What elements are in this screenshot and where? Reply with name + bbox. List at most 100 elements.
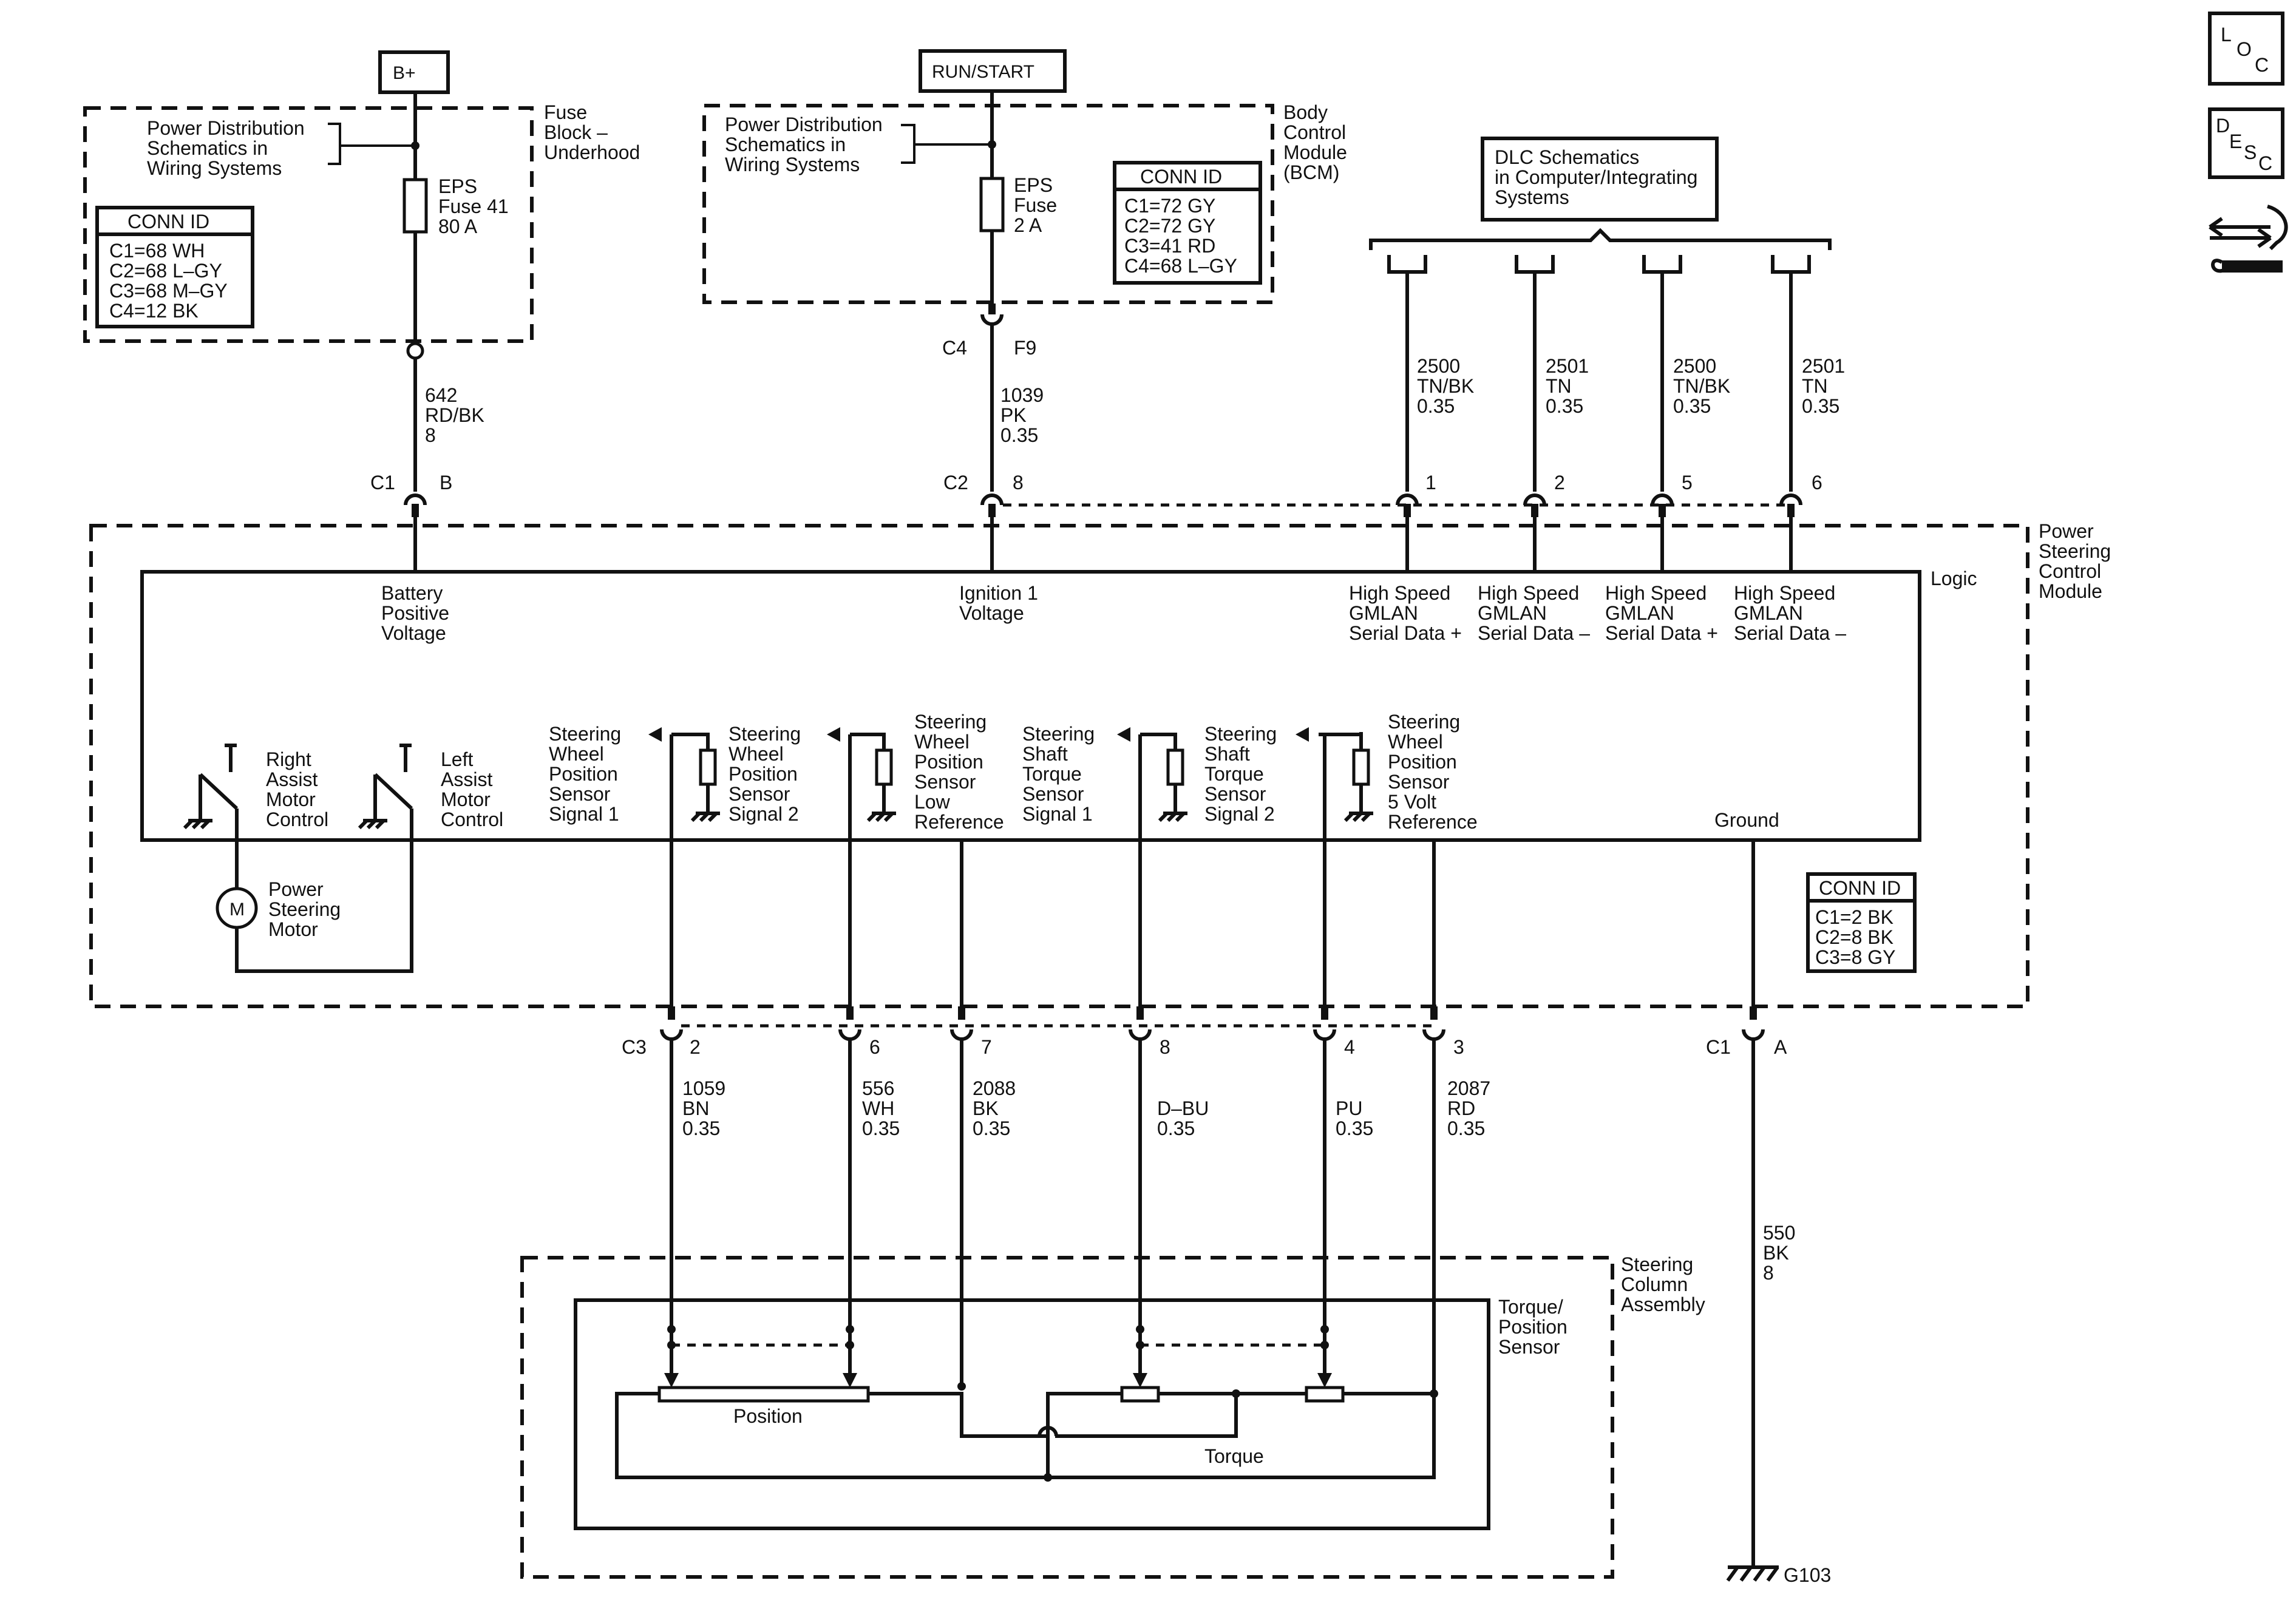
svg-text:Motor: Motor: [266, 788, 316, 810]
svg-text:Position: Position: [914, 751, 983, 773]
wire-1059: 1059 BN 0.35: [682, 1077, 725, 1139]
position-sensor-element: Position: [615, 1325, 1436, 1479]
wire-2500-a: 2500 TN/BK 0.35: [1417, 355, 1474, 417]
svg-text:Torque: Torque: [1204, 763, 1264, 785]
svg-text:Wiring Systems: Wiring Systems: [147, 157, 282, 179]
svg-text:C3=41 RD: C3=41 RD: [1124, 235, 1215, 257]
svg-text:Fuse: Fuse: [544, 101, 587, 123]
svg-text:TN: TN: [1546, 375, 1572, 397]
pscm-top-connectors: C1 B C2 8 1 2 5 6: [370, 472, 1822, 517]
svg-text:Position: Position: [1388, 751, 1457, 773]
svg-text:L: L: [2221, 24, 2232, 46]
svg-text:in Computer/Integrating: in Computer/Integrating: [1495, 166, 1697, 188]
svg-text:Module: Module: [2039, 580, 2102, 602]
svg-text:8: 8: [1013, 472, 1024, 493]
svg-text:Wheel: Wheel: [549, 743, 604, 765]
svg-text:Serial Data –: Serial Data –: [1478, 622, 1590, 644]
svg-text:C3: C3: [622, 1036, 647, 1058]
svg-text:Voltage: Voltage: [381, 622, 446, 644]
svg-text:C2=72 GY: C2=72 GY: [1124, 215, 1215, 237]
svg-text:2: 2: [1554, 472, 1565, 493]
svg-text:GMLAN: GMLAN: [1478, 602, 1547, 624]
wire-d-bu: D–BU 0.35: [1157, 1097, 1209, 1139]
svg-text:Position: Position: [733, 1405, 803, 1427]
svg-text:Voltage: Voltage: [959, 602, 1024, 624]
power-distribution-ref[interactable]: Power Distribution Schematics in Wiring …: [147, 117, 415, 179]
svg-text:Fuse: Fuse: [1014, 194, 1057, 216]
torque-1-pullup: [1117, 727, 1187, 822]
svg-text:C4=68 L–GY: C4=68 L–GY: [1124, 255, 1237, 277]
svg-text:Steering: Steering: [1388, 711, 1460, 733]
svg-text:Systems: Systems: [1495, 186, 1569, 208]
svg-text:Control: Control: [441, 808, 503, 830]
svg-text:0.35: 0.35: [862, 1117, 900, 1139]
svg-text:C3=68 M–GY: C3=68 M–GY: [109, 280, 228, 302]
svg-text:High Speed: High Speed: [1478, 582, 1579, 604]
svg-text:Assembly: Assembly: [1621, 1293, 1705, 1315]
svg-text:7: 7: [981, 1036, 992, 1058]
svg-text:5: 5: [1682, 472, 1693, 493]
sensor-label-torque-signal-1: Steering Shaft Torque Sensor Signal 1: [1022, 723, 1095, 825]
svg-text:Schematics in: Schematics in: [725, 134, 846, 155]
pscm-bottom-connectors: C3 2 6 7 8 4 3 C1 A: [622, 1006, 1787, 1058]
left-assist-switch: Left Assist Motor Control: [358, 744, 503, 840]
svg-text:8: 8: [1160, 1036, 1170, 1058]
svg-text:CONN ID: CONN ID: [1819, 877, 1901, 899]
desc-icon[interactable]: D E S C: [2208, 107, 2284, 179]
svg-text:1: 1: [1425, 472, 1436, 493]
svg-text:Serial Data +: Serial Data +: [1605, 622, 1718, 644]
service-tools-icon[interactable]: [2209, 205, 2288, 273]
svg-text:Block –: Block –: [544, 121, 608, 143]
power-steering-motor: M Power Steering Motor: [216, 840, 413, 973]
power-distribution-ref-bcm[interactable]: Power Distribution Schematics in Wiring …: [725, 114, 992, 175]
bcm-conn-id: CONN ID C1=72 GY C2=72 GY C3=41 RD C4=68…: [1113, 161, 1262, 285]
svg-text:8: 8: [425, 424, 436, 446]
loc-icon[interactable]: L O C: [2208, 12, 2284, 86]
svg-text:CONN ID: CONN ID: [127, 211, 209, 232]
runstart-source: RUN/START: [919, 49, 1067, 93]
svg-text:642: 642: [425, 384, 457, 406]
svg-text:EPS: EPS: [438, 175, 477, 197]
svg-text:Signal 1: Signal 1: [549, 803, 619, 825]
svg-text:C1=2 BK: C1=2 BK: [1815, 906, 1894, 928]
wire-2087: 2087 RD 0.35: [1447, 1077, 1490, 1139]
svg-text:CONN ID: CONN ID: [1140, 166, 1222, 188]
svg-text:Torque/: Torque/: [1498, 1296, 1563, 1318]
svg-text:Signal 2: Signal 2: [729, 803, 799, 825]
svg-text:Wheel: Wheel: [1388, 731, 1443, 753]
svg-text:0.35: 0.35: [973, 1117, 1010, 1139]
svg-text:Sensor: Sensor: [1204, 783, 1266, 805]
wire-2500-b: 2500 TN/BK 0.35: [1673, 355, 1730, 417]
svg-text:GMLAN: GMLAN: [1349, 602, 1418, 624]
sensor-label-swps-low-ref: Steering Wheel Position Sensor Low Refer…: [914, 711, 1004, 833]
sensor-label-swps-signal-2: Steering Wheel Position Sensor Signal 2: [729, 723, 801, 825]
svg-text:Steering: Steering: [914, 711, 987, 733]
ground-label: Ground: [1714, 809, 1779, 831]
logic-box: Logic: [140, 568, 1977, 842]
svg-text:Low: Low: [914, 791, 951, 813]
svg-text:Steering: Steering: [268, 898, 341, 920]
svg-text:Power: Power: [268, 878, 324, 900]
svg-text:Position: Position: [1498, 1316, 1567, 1338]
svg-text:C1=72 GY: C1=72 GY: [1124, 195, 1215, 217]
svg-text:2501: 2501: [1802, 355, 1845, 377]
svg-text:Motor: Motor: [268, 918, 318, 940]
svg-text:DLC Schematics: DLC Schematics: [1495, 146, 1639, 168]
svg-text:(BCM): (BCM): [1283, 161, 1339, 183]
svg-text:550: 550: [1763, 1222, 1795, 1244]
svg-text:GMLAN: GMLAN: [1605, 602, 1674, 624]
dlc-schematics-ref[interactable]: DLC Schematics in Computer/Integrating S…: [1481, 137, 1719, 222]
svg-text:Positive: Positive: [381, 602, 449, 624]
svg-text:0.35: 0.35: [1673, 395, 1711, 417]
svg-text:1039: 1039: [1000, 384, 1044, 406]
steering-column-assembly: Steering Column Assembly Torque/ Positio…: [520, 1253, 1705, 1579]
svg-text:Schematics in: Schematics in: [147, 137, 268, 159]
svg-text:BK: BK: [973, 1097, 999, 1119]
svg-text:C: C: [2258, 152, 2272, 174]
svg-text:C4: C4: [942, 337, 967, 359]
svg-text:B+: B+: [393, 63, 416, 83]
ground-g103: G103: [1726, 1564, 1831, 1586]
svg-text:Ignition 1: Ignition 1: [959, 582, 1038, 604]
svg-text:F9: F9: [1014, 337, 1036, 359]
low-ref-pullup: [1343, 732, 1373, 822]
